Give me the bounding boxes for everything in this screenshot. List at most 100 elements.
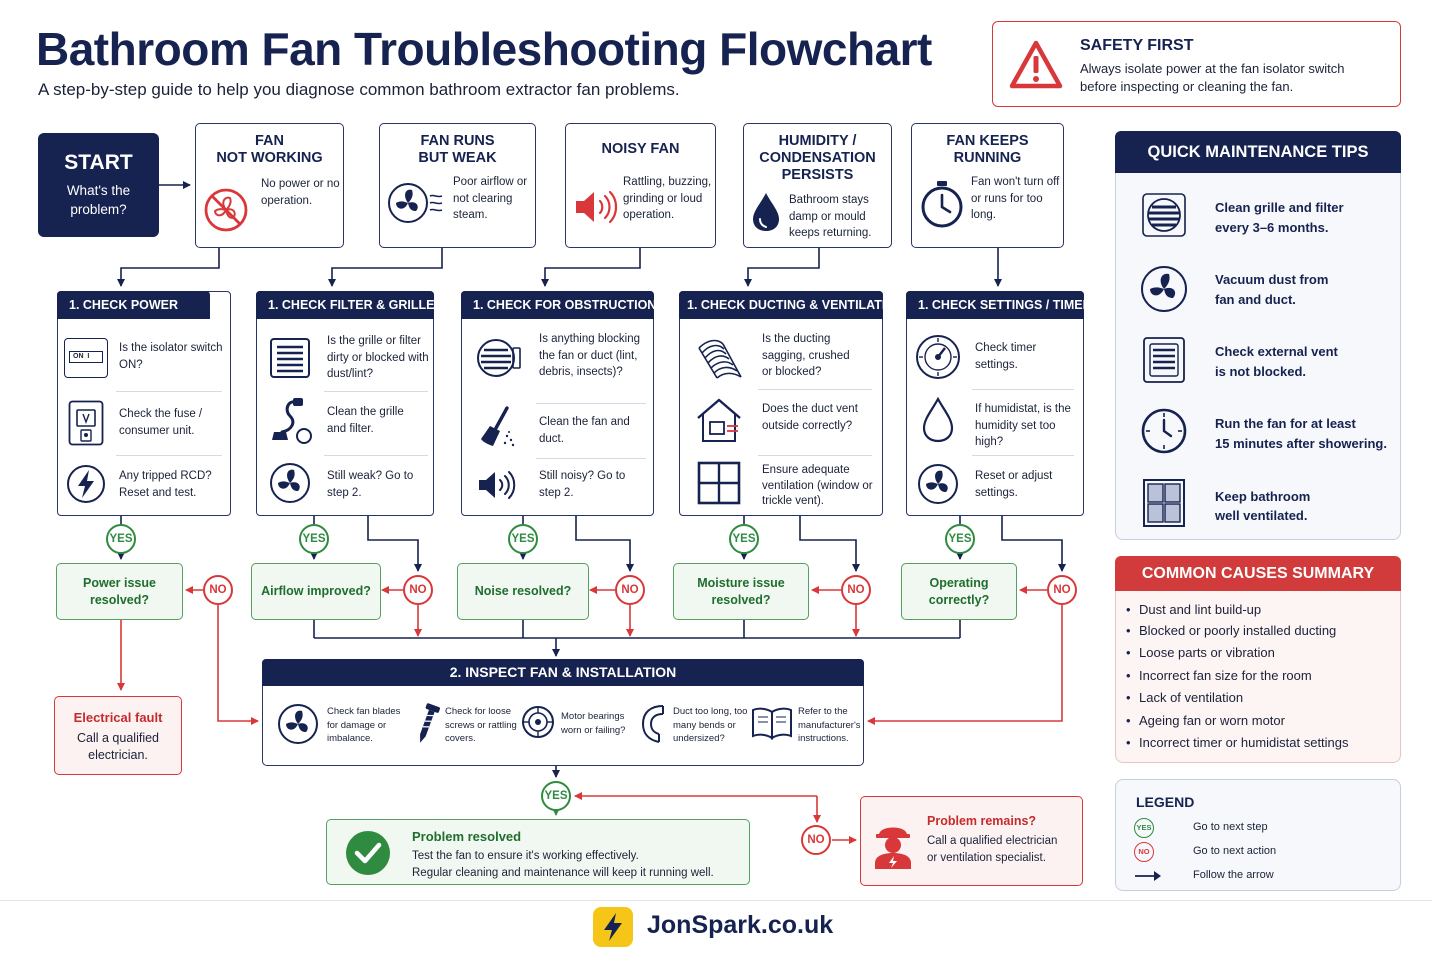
step-settings-title: 1. CHECK SETTINGS / TIMER	[906, 291, 1092, 319]
lightning-icon	[604, 913, 622, 941]
clock-icon	[1141, 408, 1187, 454]
cause-item: Lack of ventilation	[1126, 690, 1243, 705]
inspect-text: Duct too long, too many bends or undersi…	[673, 706, 748, 744]
step-text: Still weak? Go to step 2.	[327, 470, 414, 499]
house-vent-icon	[697, 398, 741, 442]
screw-icon	[420, 703, 440, 743]
problem-title: FAN NOT WORKING	[216, 133, 323, 166]
problem-text: No power or no operation.	[261, 178, 340, 207]
resolved-line-2: Regular cleaning and maintenance will ke…	[412, 867, 714, 879]
quick-maintenance-tips: Clean grille and filter every 3–6 months…	[1115, 131, 1401, 540]
legend-panel: LEGEND YES Go to next step NO Go to next…	[1115, 779, 1401, 891]
question-moisture-resolved: Moisture issue resolved?	[673, 563, 809, 620]
motor-icon	[522, 706, 554, 738]
cause-item: Loose parts or vibration	[1126, 645, 1275, 660]
grille-icon	[270, 338, 310, 378]
problem-title: FAN KEEPS RUNNING	[946, 133, 1029, 166]
problem-resolved-box: Problem resolved Test the fan to ensure …	[326, 819, 750, 885]
step-text: Is anything blocking the fan or duct (li…	[539, 333, 641, 378]
remains-line-2: or ventilation specialist.	[927, 852, 1046, 864]
problem-fan-keeps-running: FAN KEEPS RUNNING Fan won't turn off or …	[911, 123, 1064, 248]
yes-badge: YES	[508, 524, 538, 554]
step-text: If humidistat, is the humidity set too h…	[975, 403, 1071, 448]
water-drop-icon	[753, 193, 779, 231]
problem-fan-runs-weak: FAN RUNS BUT WEAK Poor airflow or not cl…	[379, 123, 536, 248]
step-text: Clean the grille and filter.	[327, 406, 404, 435]
legend-title: LEGEND	[1136, 794, 1195, 810]
window-icon	[1143, 479, 1185, 527]
warning-icon	[1009, 40, 1063, 89]
page-subtitle: A step-by-step guide to help you diagnos…	[38, 80, 680, 99]
step-text: Any tripped RCD? Reset and test.	[119, 470, 212, 499]
no-badge: NO	[841, 575, 871, 605]
electrical-fault-box: Electrical fault Call a qualified electr…	[54, 696, 182, 775]
no-badge: NO	[403, 575, 433, 605]
problem-fan-not-working: FAN NOT WORKING No power or no operation…	[195, 123, 344, 248]
brand-name[interactable]: JonSpark.co.uk	[647, 911, 834, 939]
safety-text: Always isolate power at the fan isolator…	[1080, 61, 1345, 94]
legend-text: Go to next action	[1193, 845, 1277, 857]
legend-yes-badge: YES	[1134, 818, 1154, 838]
duct-bend-icon	[641, 705, 664, 743]
inspect-text: Check for loose screws or rattling cover…	[445, 706, 517, 744]
start-title: START	[64, 151, 133, 174]
fan-icon	[278, 704, 318, 744]
step-check-ducting	[679, 291, 883, 516]
electrician-icon	[875, 827, 911, 869]
step-text: Is the isolator switch ON?	[119, 342, 223, 371]
problem-noisy-fan: NOISY FAN Rattling, buzzing, grinding or…	[565, 123, 716, 248]
problem-text: Rattling, buzzing, grinding or loud oper…	[623, 176, 712, 221]
yes-badge: YES	[945, 524, 975, 554]
brush-icon	[481, 406, 515, 447]
problem-text: Fan won't turn off or runs for too long.	[971, 176, 1060, 221]
tip-line: is not blocked.	[1215, 364, 1307, 379]
cause-item: Blocked or poorly installed ducting	[1126, 623, 1336, 638]
safety-title: SAFETY FIRST	[1080, 37, 1194, 54]
question-airflow-improved: Airflow improved?	[251, 563, 381, 620]
legend-text: Follow the arrow	[1193, 869, 1274, 881]
problem-remains-box: Problem remains? Call a qualified electr…	[860, 796, 1083, 886]
step-text: Is the grille or filter dirty or blocked…	[327, 335, 429, 380]
remains-line-1: Call a qualified electrician	[927, 835, 1058, 847]
inspect-text: Check fan blades for damage or imbalance…	[327, 706, 401, 744]
brand-logo	[593, 907, 633, 947]
weak-fan-icon	[388, 183, 443, 223]
lightning-icon	[67, 465, 105, 503]
step-check-filter-grille	[256, 291, 434, 516]
page-title: Bathroom Fan Troubleshooting Flowchart	[36, 23, 932, 75]
no-badge: NO	[801, 825, 831, 855]
start-node: START What's the problem?	[38, 133, 159, 237]
footer-divider	[0, 900, 1432, 901]
inspect-text: Motor bearings worn or failing?	[561, 711, 626, 736]
fault-text: Call a qualified electrician.	[77, 731, 159, 762]
tips-title: QUICK MAINTENANCE TIPS	[1115, 131, 1401, 173]
tip-line: fan and duct.	[1215, 292, 1296, 307]
yes-badge: YES	[106, 524, 136, 554]
legend-no-badge: NO	[1134, 842, 1154, 862]
speaker-icon	[479, 471, 516, 499]
grille-icon	[1142, 193, 1186, 237]
step-ducting-title: 1. CHECK DUCTING & VENTILATION	[679, 291, 904, 319]
causes-title: COMMON CAUSES SUMMARY	[1115, 556, 1401, 591]
cause-item: Ageing fan or worn motor	[1126, 713, 1285, 728]
external-vent-icon	[1143, 337, 1185, 383]
no-badge: NO	[1047, 575, 1077, 605]
inspect-text: Refer to the manufacturer's instructions…	[798, 706, 861, 744]
timer-icon	[921, 181, 963, 228]
step-filter-title: 1. CHECK FILTER & GRILLE	[256, 291, 434, 319]
tip-line: Check external vent	[1215, 344, 1338, 359]
problem-title: HUMIDITY / CONDENSATION PERSISTS	[759, 133, 876, 183]
fan-off-icon	[204, 188, 248, 232]
problem-text: Bathroom stays damp or mould keeps retur…	[789, 194, 872, 239]
isolator-switch-icon: ON I	[64, 338, 108, 378]
safety-first-panel: SAFETY FIRST Always isolate power at the…	[992, 21, 1401, 107]
question-power-resolved: Power issue resolved?	[56, 563, 183, 620]
dial-icon	[916, 335, 960, 379]
step-text: Check the fuse / consumer unit.	[119, 408, 203, 437]
legend-text: Go to next step	[1193, 821, 1268, 833]
step-text: Still noisy? Go to step 2.	[539, 470, 626, 499]
step-text: Reset or adjust settings.	[975, 470, 1053, 499]
remains-title: Problem remains?	[927, 814, 1037, 828]
vent-icon	[477, 339, 521, 377]
